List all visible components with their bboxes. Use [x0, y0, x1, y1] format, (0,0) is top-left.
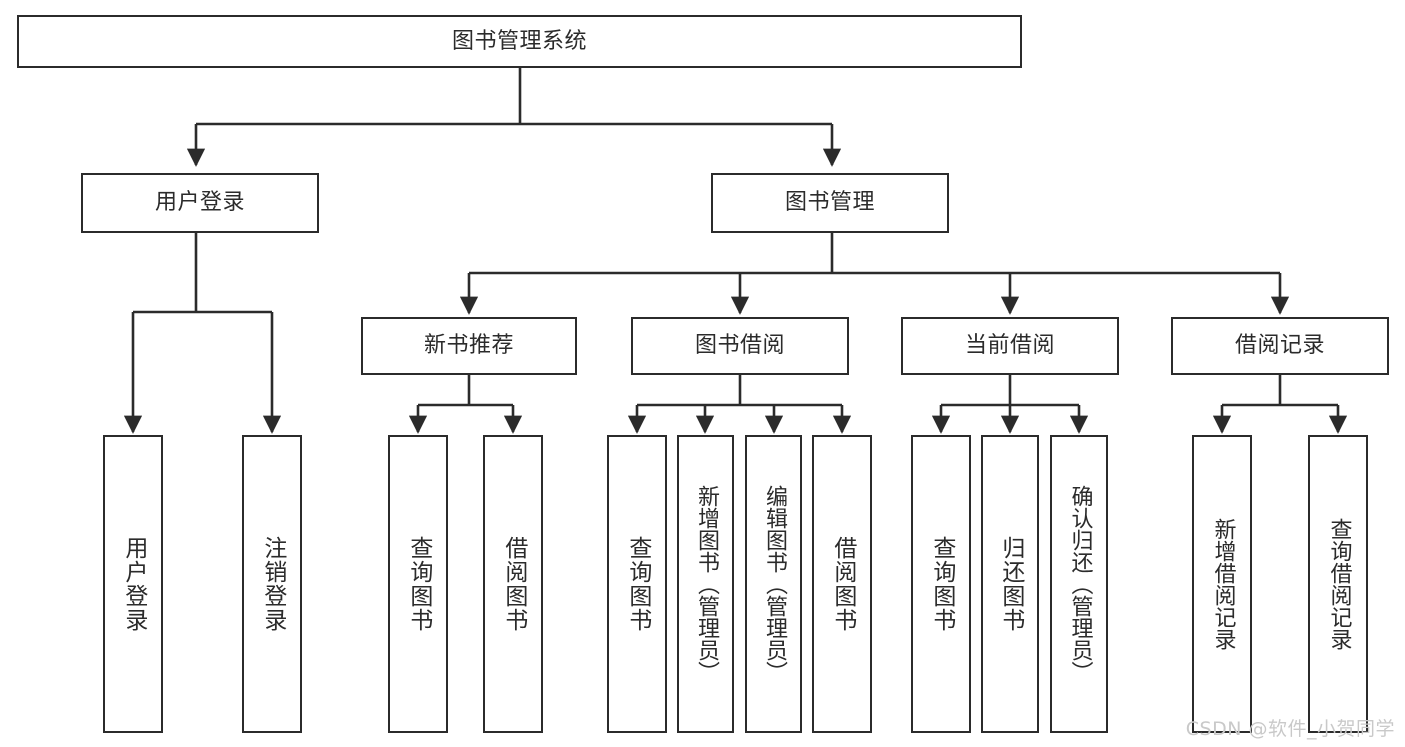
node-label: 归还图书: [997, 536, 1024, 632]
watermark-text: CSDN @软件_小贺同学: [1185, 718, 1395, 740]
node-user-login[interactable]: 用户登录: [81, 173, 319, 233]
node-book-management[interactable]: 图书管理: [711, 173, 949, 233]
node-label: 用户登录: [120, 536, 147, 632]
leaf-user-login-signin[interactable]: 用户登录: [103, 435, 163, 733]
node-label: 用户登录: [154, 190, 245, 216]
node-label: 借阅图书: [829, 536, 856, 632]
node-label: 图书管理系统: [451, 28, 587, 54]
node-label: 借阅图书: [500, 536, 527, 632]
leaf-current-confirm-return-admin[interactable]: 确认归还（管理员）: [1050, 435, 1108, 733]
node-label: 借阅记录: [1234, 333, 1325, 359]
leaf-borrow-add-book-admin[interactable]: 新增图书（管理员）: [677, 435, 734, 733]
node-label: 查询图书: [624, 536, 651, 632]
leaf-borrow-edit-book-admin[interactable]: 编辑图书（管理员）: [745, 435, 802, 733]
node-borrow-record[interactable]: 借阅记录: [1171, 317, 1389, 375]
node-label: 图书管理: [784, 190, 875, 216]
node-label: 图书借阅: [694, 333, 785, 359]
node-current-borrow[interactable]: 当前借阅: [901, 317, 1119, 375]
node-label: 查询图书: [928, 536, 955, 632]
leaf-record-query-borrow-record[interactable]: 查询借阅记录: [1308, 435, 1368, 733]
node-new-book-recommend[interactable]: 新书推荐: [361, 317, 577, 375]
node-label: 查询图书: [405, 536, 432, 632]
leaf-borrow-borrow-book[interactable]: 借阅图书: [812, 435, 872, 733]
leaf-new-book-borrow[interactable]: 借阅图书: [483, 435, 543, 733]
node-label: 注销登录: [259, 536, 286, 632]
leaf-borrow-query-book[interactable]: 查询图书: [607, 435, 667, 733]
node-root-library-system[interactable]: 图书管理系统: [17, 15, 1022, 68]
node-book-borrow[interactable]: 图书借阅: [631, 317, 849, 375]
leaf-record-add-borrow-record[interactable]: 新增借阅记录: [1192, 435, 1252, 733]
leaf-new-book-query[interactable]: 查询图书: [388, 435, 448, 733]
node-label: 编辑图书（管理员）: [761, 485, 787, 683]
leaf-current-query-book[interactable]: 查询图书: [911, 435, 971, 733]
node-label: 新增借阅记录: [1210, 518, 1236, 650]
leaf-current-return-book[interactable]: 归还图书: [981, 435, 1039, 733]
node-label: 当前借阅: [964, 333, 1055, 359]
node-label: 确认归还（管理员）: [1067, 485, 1093, 683]
leaf-user-login-signout[interactable]: 注销登录: [242, 435, 302, 733]
node-label: 新增图书（管理员）: [693, 485, 719, 683]
node-label: 新书推荐: [423, 333, 514, 359]
node-label: 查询借阅记录: [1326, 518, 1352, 650]
